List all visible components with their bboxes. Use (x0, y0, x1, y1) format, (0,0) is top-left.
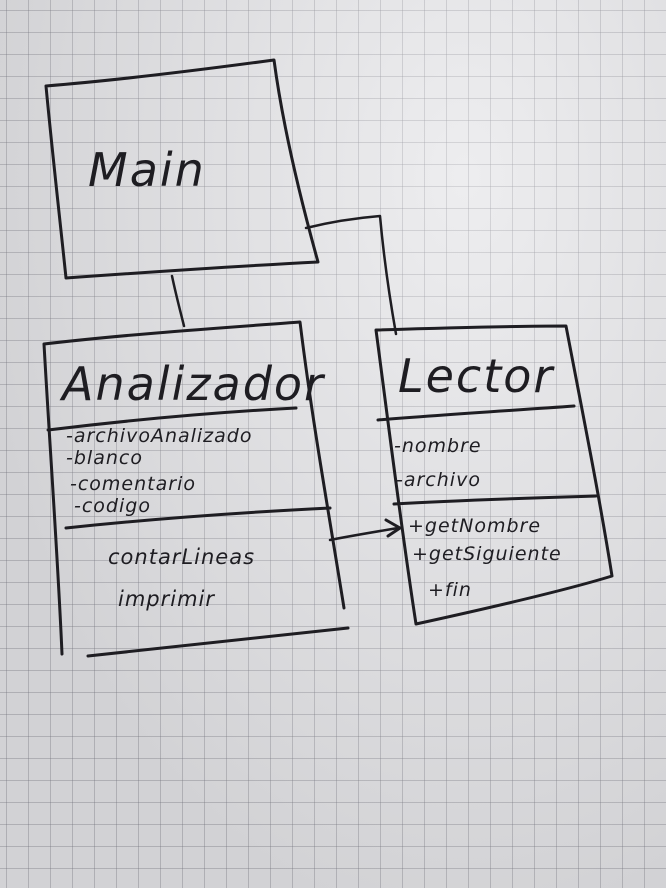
main-class-name: Main (88, 143, 206, 197)
analizador-class-box: Analizador -archivoAnalizado -blanco -co… (42, 320, 350, 658)
analizador-class-name: Analizador (59, 357, 326, 411)
analizador-method-imprimir: imprimir (118, 587, 215, 611)
association-arrowhead (384, 518, 402, 538)
analizador-attr-codigo: -codigo (74, 495, 151, 517)
lector-attr-nombre: -nombre (394, 435, 482, 457)
lector-attr-archivo: -archivo (396, 469, 481, 491)
analizador-attr-archivo: -archivoAnalizado (66, 425, 253, 447)
analizador-method-contarlineas: contarLineas (108, 545, 255, 569)
lector-class-box: Lector -nombre -archivo +getNombre +getS… (374, 324, 614, 626)
analizador-attr-blanco: -blanco (66, 447, 143, 469)
lector-method-fin: +fin (428, 579, 472, 601)
lector-method-getsiguiente: +getSiguiente (412, 543, 562, 565)
main-analizador-link (170, 274, 186, 328)
main-lector-link (304, 214, 398, 336)
analizador-lector-association (328, 526, 400, 542)
analizador-attr-comentario: -comentario (70, 473, 196, 495)
main-class-box: Main (44, 58, 320, 280)
lector-class-name: Lector (398, 349, 555, 403)
lector-method-getnombre: +getNombre (408, 515, 541, 537)
